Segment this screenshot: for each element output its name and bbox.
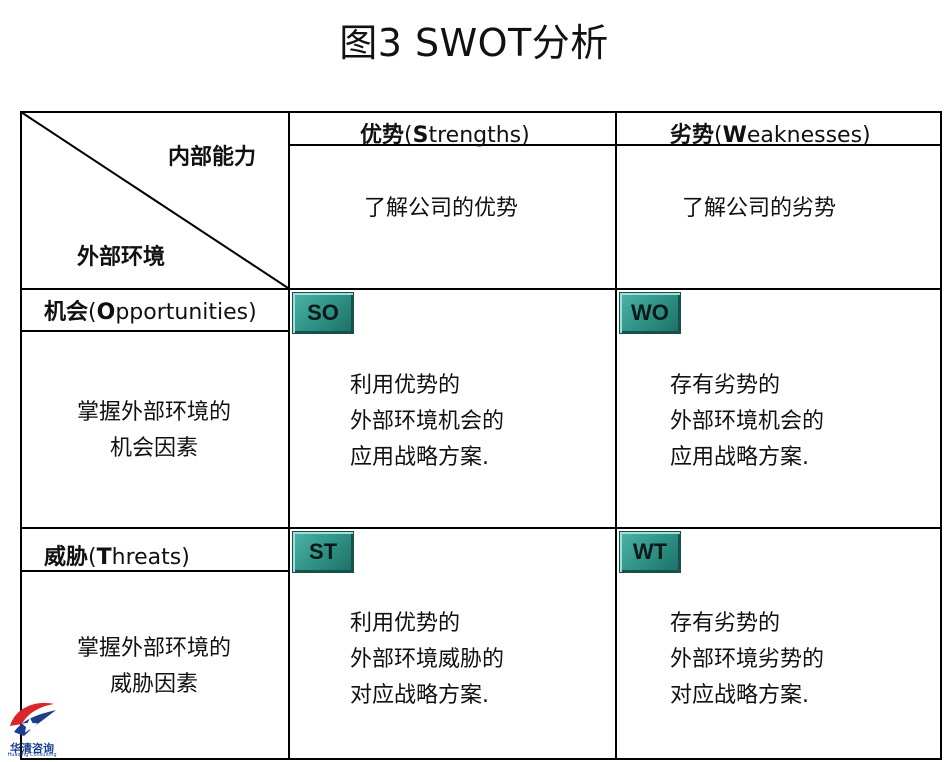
threats-underline: [20, 570, 288, 572]
so-line-2: 外部环境机会的: [350, 409, 505, 434]
threats-header: 威胁(Threats): [44, 545, 190, 570]
corner-internal-label: 内部能力: [168, 145, 257, 170]
opportunities-desc-line2: 机会因素: [109, 436, 198, 461]
threats-desc-line1: 掌握外部环境的: [76, 636, 231, 661]
threats-desc: 掌握外部环境的 威胁因素: [20, 631, 288, 703]
st-line-3: 对应战略方案.: [350, 683, 489, 708]
logo-name: 华清咨询: [10, 742, 54, 755]
st-badge: ST: [292, 531, 354, 573]
corner-external-label: 外部环境: [77, 245, 166, 270]
swot-matrix: 内部能力 外部环境 优势(Strengths) 劣势(Weaknesses) 了…: [20, 111, 942, 760]
so-badge: SO: [292, 292, 354, 334]
strengths-header: 优势(Strengths): [360, 123, 530, 148]
opportunities-desc-line1: 掌握外部环境的: [76, 400, 231, 425]
wo-line-2: 外部环境机会的: [670, 409, 825, 434]
wt-line-2: 外部环境劣势的: [670, 647, 825, 672]
wt-line-1: 存有劣势的: [670, 611, 781, 636]
wo-line-1: 存有劣势的: [670, 373, 781, 398]
wt-badge: WT: [619, 531, 681, 573]
border-top: [20, 111, 942, 113]
logo-mark-icon: [10, 702, 56, 736]
so-line-3: 应用战略方案.: [350, 445, 489, 470]
border-bottom: [20, 758, 942, 760]
corner-diagonal: [20, 111, 289, 289]
border-right: [940, 111, 942, 760]
wt-strategy: 存有劣势的 外部环境劣势的 对应战略方案.: [670, 606, 824, 714]
col-divider-1: [288, 111, 290, 760]
wt-line-3: 对应战略方案.: [670, 683, 809, 708]
wo-strategy: 存有劣势的 外部环境机会的 应用战略方案.: [670, 368, 824, 476]
header-underline: [288, 144, 942, 146]
opportunities-desc: 掌握外部环境的 机会因素: [20, 395, 288, 467]
row-divider-2: [20, 527, 942, 529]
wo-line-3: 应用战略方案.: [670, 445, 809, 470]
wo-badge: WO: [619, 292, 681, 334]
page-title: 图3 SWOT分析: [339, 21, 609, 65]
weaknesses-header: 劣势(Weaknesses): [670, 123, 871, 148]
opportunities-underline: [20, 330, 288, 332]
st-line-2: 外部环境威胁的: [350, 647, 505, 672]
col-divider-2: [615, 111, 617, 760]
company-logo: 华清咨询 Huaqing Consulting: [4, 696, 60, 758]
threats-desc-line2: 威胁因素: [109, 672, 198, 697]
st-strategy: 利用优势的 外部环境威胁的 对应战略方案.: [350, 606, 504, 714]
row-divider-1: [20, 288, 942, 290]
border-left: [20, 111, 22, 760]
strengths-desc: 了解公司的优势: [364, 196, 519, 221]
weaknesses-desc: 了解公司的劣势: [682, 196, 837, 221]
opportunities-header: 机会(Opportunities): [44, 300, 257, 325]
logo-subtitle: Huaqing Consulting: [7, 752, 57, 758]
so-line-1: 利用优势的: [350, 373, 461, 398]
st-line-1: 利用优势的: [350, 611, 461, 636]
so-strategy: 利用优势的 外部环境机会的 应用战略方案.: [350, 368, 504, 476]
